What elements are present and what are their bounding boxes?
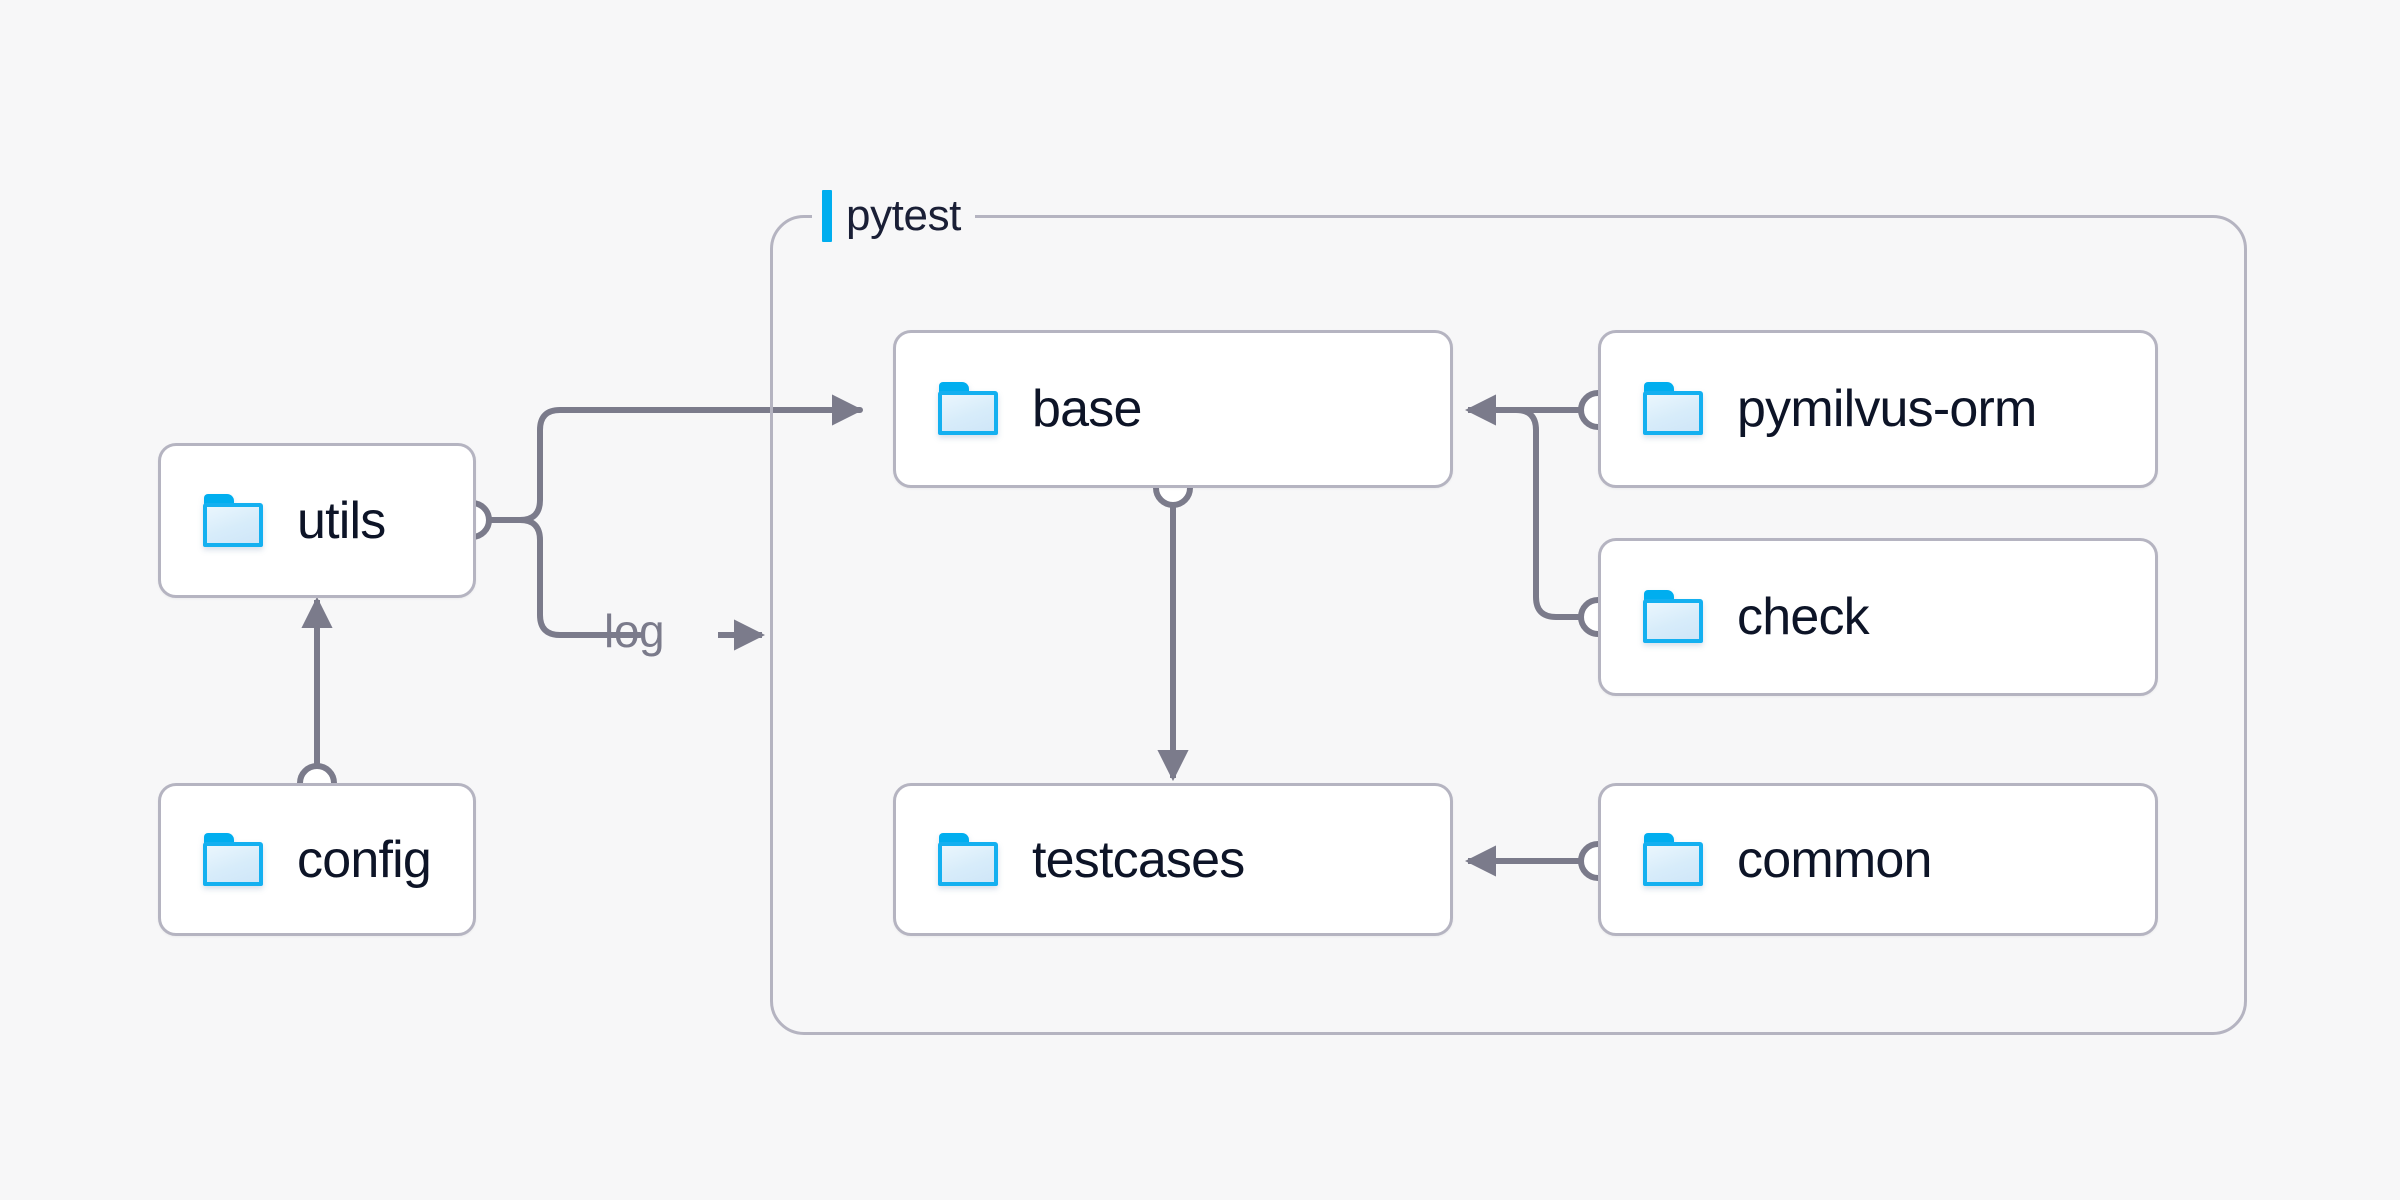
folder-icon — [1643, 832, 1705, 887]
node-pymilvus-orm[interactable]: pymilvus-orm — [1598, 330, 2158, 488]
node-check[interactable]: check — [1598, 538, 2158, 696]
folder-icon — [938, 382, 1000, 436]
node-utils-label: utils — [297, 491, 386, 550]
group-pytest-title: pytest — [812, 184, 975, 248]
node-check-label: check — [1737, 588, 1870, 646]
accent-bar-icon — [822, 190, 832, 242]
node-config-label: config — [297, 830, 432, 889]
node-common-label: common — [1737, 830, 1932, 889]
folder-icon — [1643, 590, 1705, 644]
group-pytest-label: pytest — [846, 191, 961, 240]
group-pytest[interactable] — [770, 215, 2247, 1035]
node-config[interactable]: config — [158, 783, 476, 936]
edge-label-log: log — [604, 605, 665, 657]
node-utils[interactable]: utils — [158, 443, 476, 598]
folder-icon — [203, 832, 265, 887]
node-pymilvus-orm-label: pymilvus-orm — [1737, 380, 2037, 438]
node-base[interactable]: base — [893, 330, 1453, 488]
node-testcases[interactable]: testcases — [893, 783, 1453, 936]
node-base-label: base — [1032, 380, 1142, 438]
folder-icon — [938, 832, 1000, 887]
node-common[interactable]: common — [1598, 783, 2158, 936]
folder-icon — [1643, 382, 1705, 436]
folder-icon — [203, 493, 265, 548]
node-testcases-label: testcases — [1032, 830, 1245, 889]
